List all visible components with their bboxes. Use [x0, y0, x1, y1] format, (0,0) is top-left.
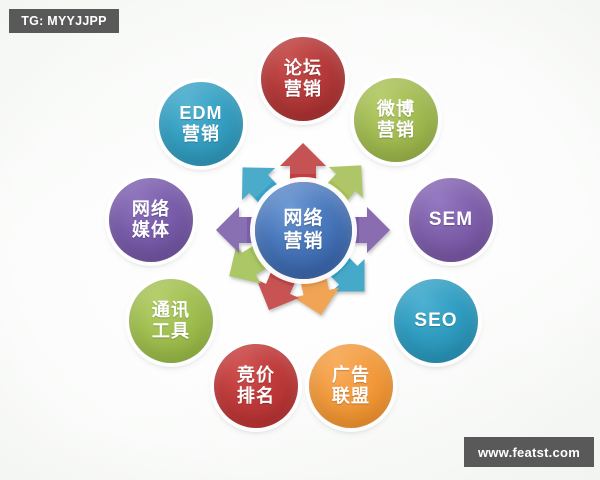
node-label-internet-media: 网络 媒体 — [131, 199, 171, 240]
node-communication-tools[interactable]: 通讯 工具 — [129, 279, 213, 363]
node-label-forum-marketing: 论坛 营销 — [283, 58, 323, 99]
node-edm-marketing[interactable]: EDM 营销 — [159, 82, 243, 166]
node-forum-marketing[interactable]: 论坛 营销 — [261, 37, 345, 121]
node-paid-ranking[interactable]: 竞价 排名 — [214, 344, 298, 428]
node-label-edm-marketing: EDM 营销 — [179, 103, 223, 144]
node-label-sem: SEM — [428, 209, 474, 231]
center-node-label: 网络 营销 — [283, 207, 324, 252]
node-internet-media[interactable]: 网络 媒体 — [109, 178, 193, 262]
arrow-to-sem — [348, 207, 390, 253]
site-watermark-text: www.featst.com — [477, 444, 581, 460]
center-node-network-marketing[interactable]: 网络 营销 — [255, 182, 352, 279]
node-sem[interactable]: SEM — [409, 178, 493, 262]
node-weibo-marketing[interactable]: 微博 营销 — [354, 78, 438, 162]
node-ad-alliance[interactable]: 广告 联盟 — [309, 344, 393, 428]
arrow-to-forum — [280, 143, 326, 185]
site-watermark-badge: www.featst.com — [464, 437, 594, 467]
node-seo[interactable]: SEO — [394, 279, 478, 363]
arrow-to-media — [216, 207, 258, 253]
node-label-communication-tools: 通讯 工具 — [151, 300, 191, 341]
arrow-to-ppc — [256, 266, 300, 311]
node-label-seo: SEO — [414, 310, 458, 332]
telegram-watermark-badge: TG: MYYJJPP — [9, 9, 119, 33]
node-label-weibo-marketing: 微博 营销 — [376, 99, 416, 140]
node-label-paid-ranking: 竞价 排名 — [236, 365, 276, 406]
node-label-ad-alliance: 广告 联盟 — [331, 365, 371, 406]
arrow-to-ads — [293, 271, 339, 316]
telegram-watermark-text: TG: MYYJJPP — [21, 14, 107, 28]
